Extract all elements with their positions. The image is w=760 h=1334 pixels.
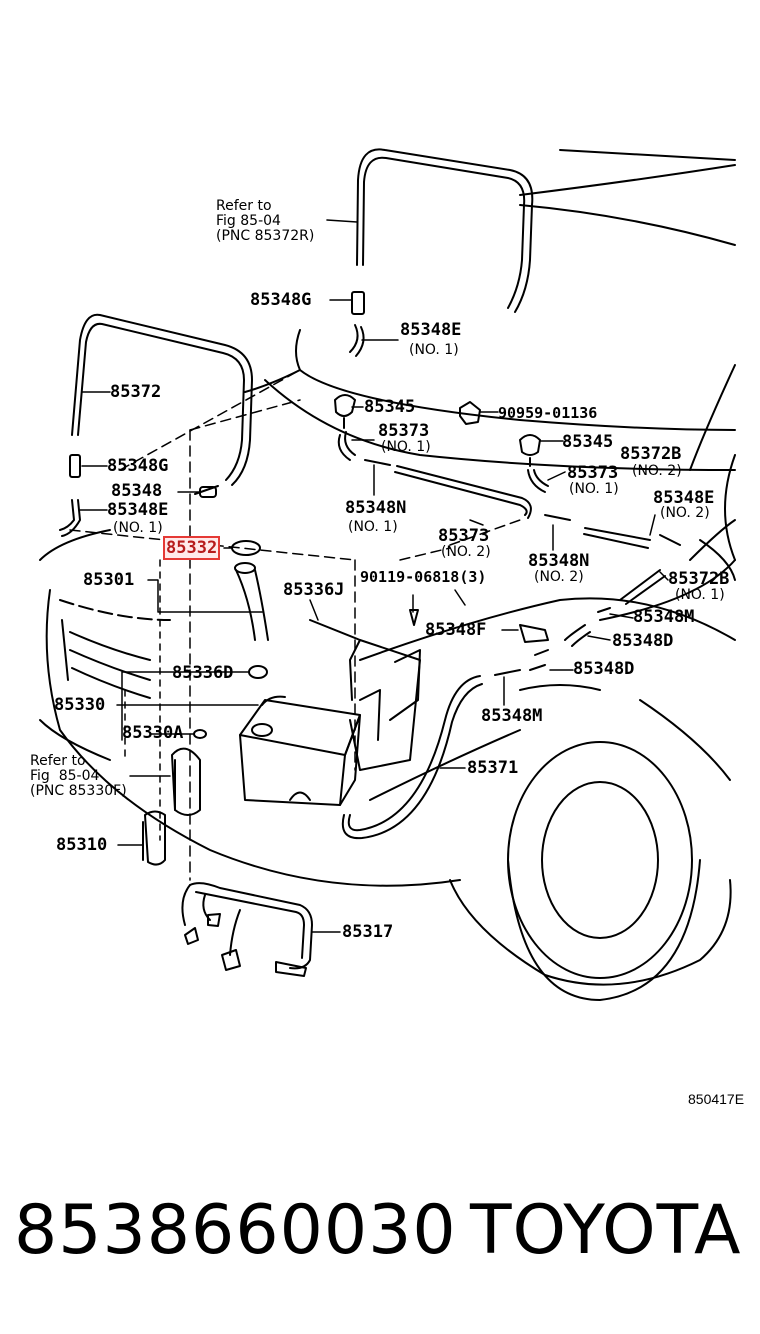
part-label-85372B-top[interactable]: 85372B: [620, 444, 682, 464]
part-label-85336D[interactable]: 85336D: [172, 663, 234, 683]
part-sublabel-85372B-right: (NO. 1): [675, 587, 725, 603]
part-label-85373-b[interactable]: 85373: [567, 463, 619, 483]
part-sublabel-85348E-top: (NO. 1): [409, 342, 459, 358]
brand-name: TOYOTA: [470, 1191, 742, 1270]
washer-tank: [239, 619, 421, 806]
part-label-85336J[interactable]: 85336J: [283, 580, 345, 600]
part-sublabel-85348N-a: (NO. 1): [348, 519, 398, 535]
part-label-85348D-a[interactable]: 85348D: [612, 631, 674, 651]
part-label-85373-c[interactable]: 85373: [438, 526, 490, 546]
part-label-85348G[interactable]: 85348G: [250, 290, 312, 310]
part-sublabel-85348E-right: (NO. 2): [660, 505, 710, 521]
part-sublabel-85373-a: (NO. 1): [381, 439, 431, 455]
connectors: [59, 291, 681, 676]
part-label-85348E-top[interactable]: 85348E: [400, 320, 462, 340]
hose-85372: [71, 313, 253, 486]
part-label-85348E-left[interactable]: 85348E: [107, 500, 169, 520]
part-sublabel-85372B-top: (NO. 2): [632, 463, 682, 479]
reference-note-85330F: Refer to Fig 85-04 (PNC 85330F): [30, 753, 127, 799]
leader-lines: [79, 219, 669, 933]
part-label-85348N-a[interactable]: 85348N: [345, 498, 407, 518]
part-label-85301[interactable]: 85301: [83, 570, 135, 590]
part-label-90119-06818[interactable]: 90119-06818(3): [360, 568, 487, 586]
part-label-85310[interactable]: 85310: [56, 835, 108, 855]
part-sublabel-85348E-left: (NO. 1): [113, 520, 163, 536]
filler-pipe: [231, 540, 269, 641]
part-label-85345-b[interactable]: 85345: [562, 432, 614, 452]
part-label-85317[interactable]: 85317: [342, 922, 394, 942]
part-sublabel-85373-c: (NO. 2): [441, 544, 491, 560]
wiring-harness: [181, 882, 313, 977]
reference-note-85372R: Refer to Fig 85-04 (PNC 85372R): [216, 198, 315, 244]
part-sublabel-85373-b: (NO. 1): [569, 481, 619, 497]
part-label-85330A[interactable]: 85330A: [122, 723, 184, 743]
illustration-code: 850417E: [688, 1091, 745, 1107]
parts-illustration: [39, 148, 736, 1001]
part-label-85332[interactable]: 85332: [162, 536, 221, 560]
part-sublabel-85348N-b: (NO. 2): [534, 569, 584, 585]
part-label-85348M-bottom[interactable]: 85348M: [481, 706, 543, 726]
part-label-85348D-b[interactable]: 85348D: [573, 659, 635, 679]
highlighted-part-85332[interactable]: 85332: [162, 536, 221, 560]
vehicle-body-outline: [39, 149, 736, 986]
part-label-90959-01136[interactable]: 90959-01136: [498, 404, 598, 422]
part-label-85330[interactable]: 85330: [54, 695, 106, 715]
part-label-85348G-left[interactable]: 85348G: [107, 456, 169, 476]
part-label-85372[interactable]: 85372: [110, 382, 162, 402]
hose-85372R: [356, 148, 534, 313]
part-label-85372B-right[interactable]: 85372B: [668, 569, 730, 589]
part-label-85348M-right[interactable]: 85348M: [633, 607, 695, 627]
part-label-85345-a[interactable]: 85345: [364, 397, 416, 417]
part-label-85348[interactable]: 85348: [111, 481, 163, 501]
part-label-85371[interactable]: 85371: [467, 758, 519, 778]
part-label-85373-a[interactable]: 85373: [378, 421, 430, 441]
hose-85371: [341, 675, 483, 840]
part-number: 8538660030: [14, 1191, 457, 1270]
part-label-85348E-right[interactable]: 85348E: [653, 488, 715, 508]
wheel: [507, 741, 701, 1001]
part-label-85348F[interactable]: 85348F: [425, 620, 487, 640]
part-label-85348N-b[interactable]: 85348N: [528, 551, 590, 571]
pumps-and-cap: [142, 665, 268, 866]
